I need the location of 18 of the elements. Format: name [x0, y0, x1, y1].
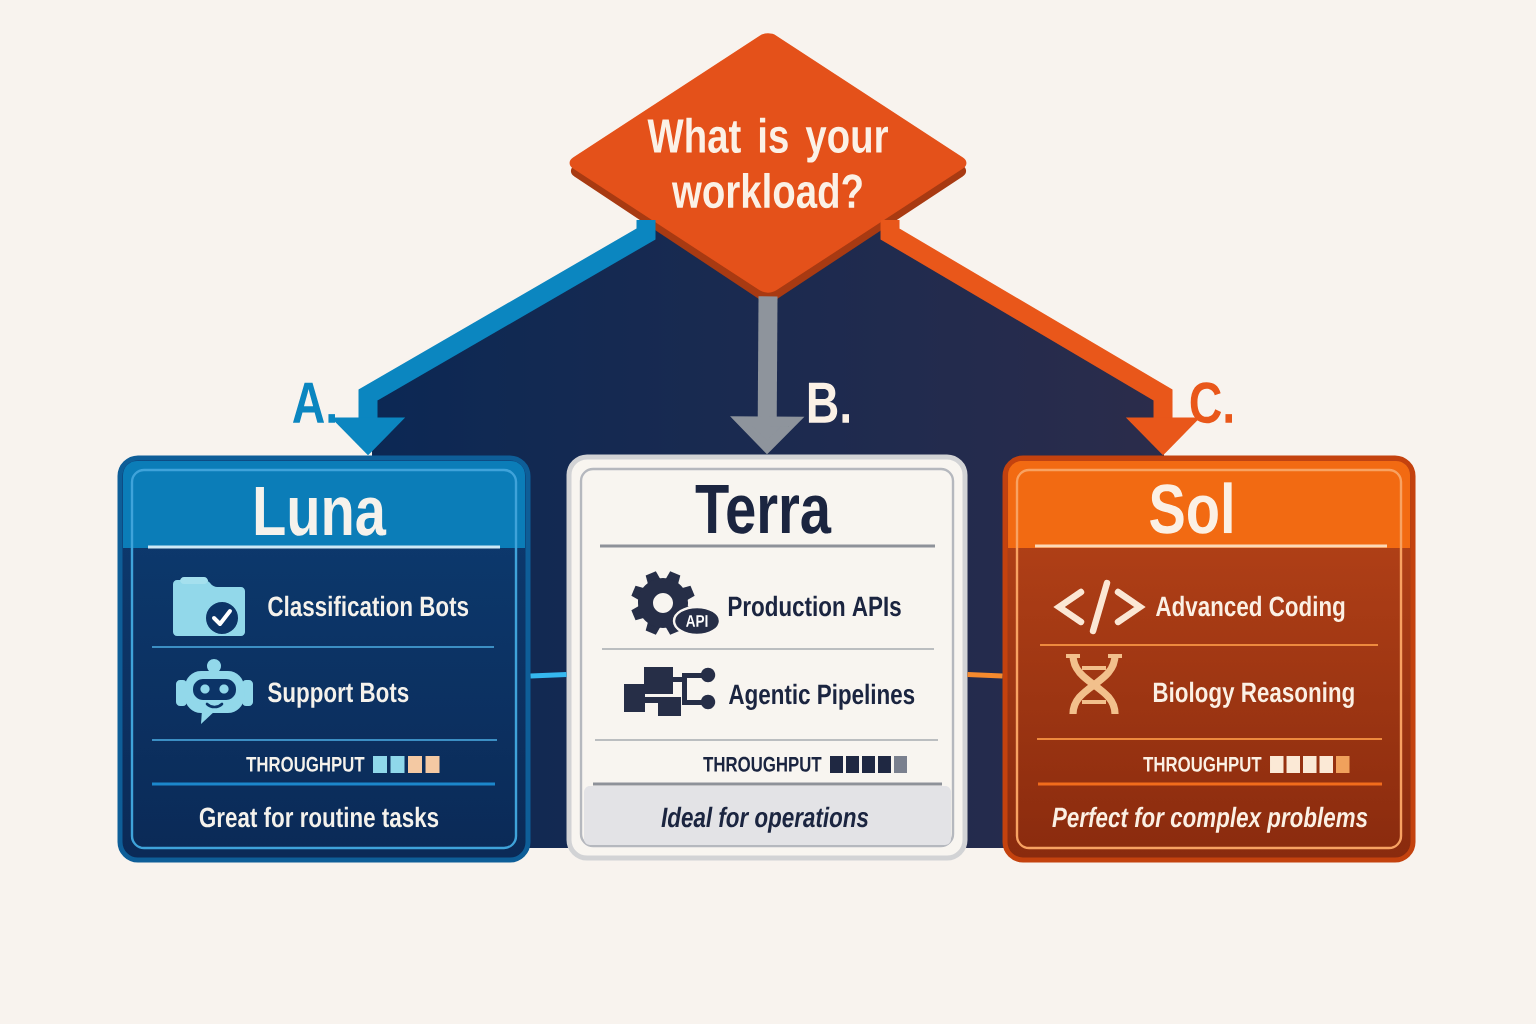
tagline: Ideal for operations: [584, 786, 951, 845]
tagline: Great for routine tasks: [199, 806, 439, 828]
feature-label: Advanced Coding: [1156, 595, 1345, 622]
edge-label: A.: [292, 382, 335, 423]
feature-label: Classification Bots: [268, 595, 469, 617]
edge-label: B.: [808, 382, 849, 423]
card-title: Luna: [255, 486, 387, 536]
throughput-label: THROUGHPUT: [703, 756, 822, 772]
feature-label: Support Bots: [268, 682, 409, 708]
card-title: Terra: [695, 484, 832, 534]
throughput-label: THROUGHPUT: [1143, 756, 1262, 772]
card-title: Sol: [1150, 482, 1232, 534]
feature-label: Production APIs: [728, 595, 901, 617]
throughput-label: THROUGHPUT: [246, 756, 365, 772]
feature-label: Biology Reasoning: [1153, 681, 1354, 708]
edge-label: C.: [1190, 382, 1232, 424]
tagline: Perfect for complex problems: [1052, 806, 1368, 833]
feature-label: Agentic Pipelines: [728, 683, 915, 710]
